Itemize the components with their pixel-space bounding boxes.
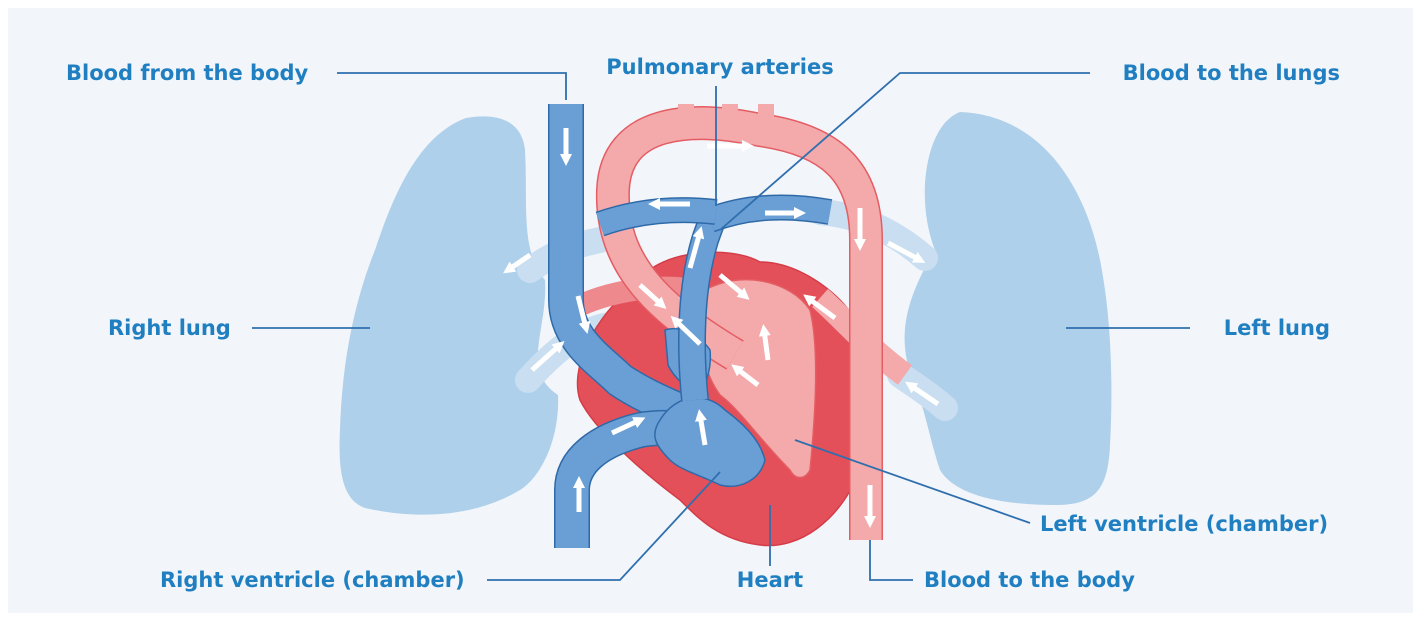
label-blood-to-body: Blood to the body: [924, 567, 1135, 593]
left-lung: [905, 112, 1112, 505]
label-blood-to-lungs: Blood to the lungs: [1060, 60, 1340, 86]
label-heart: Heart: [720, 567, 820, 593]
label-left-lung: Left lung: [1180, 315, 1330, 341]
label-blood-from-body: Blood from the body: [66, 60, 308, 86]
label-right-lung: Right lung: [108, 315, 231, 341]
label-pulmonary-arteries: Pulmonary arteries: [590, 54, 850, 80]
label-left-ventricle: Left ventricle (chamber): [1040, 511, 1328, 537]
leader-blood-to-body: [870, 540, 913, 580]
pulmonary-artery-right-lumen: [600, 210, 716, 224]
label-right-ventricle: Right ventricle (chamber): [160, 567, 465, 593]
right-lung: [340, 116, 559, 514]
leader-blood-from-body: [337, 73, 566, 100]
